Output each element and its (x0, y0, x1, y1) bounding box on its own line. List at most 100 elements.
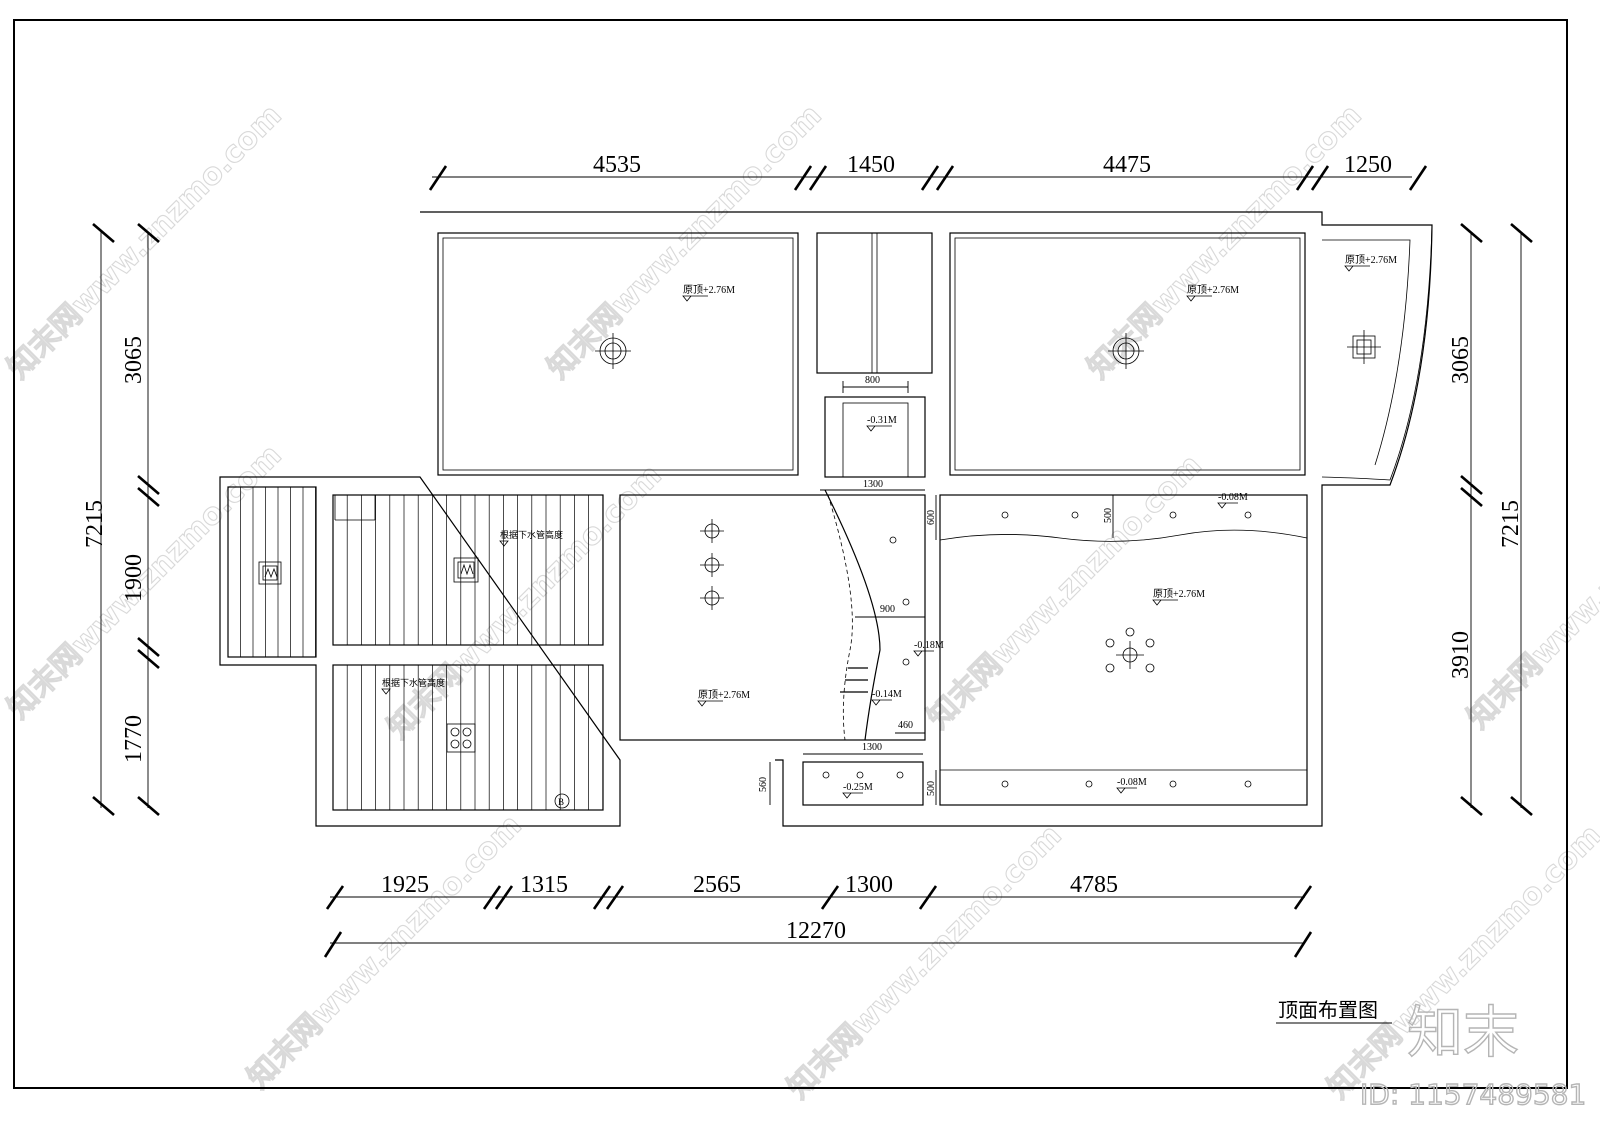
bath-heater-icon (446, 723, 476, 753)
drawing-title-block: 顶面布置图 (1276, 999, 1392, 1024)
ceiling-height-label: 原顶+2.76M (1345, 254, 1397, 266)
downlight-icon (1244, 780, 1252, 788)
shaft-outer (824, 396, 926, 478)
left-dimension-label: 1770 (121, 715, 147, 763)
inner-dimension-label: 1300 (863, 479, 883, 490)
inner-dimension-label: 500 (1103, 508, 1114, 523)
grid-marker-circle (554, 793, 570, 809)
bottom-dimension-label: 4785 (1070, 872, 1118, 898)
hatching (240, 487, 604, 810)
downlight-icon (889, 536, 897, 544)
drawing-title: 顶面布置图 (1278, 999, 1378, 1022)
ceiling-light-icon (595, 333, 631, 369)
left-total-dimension: 7215 (82, 500, 108, 548)
grid-marker-label: B (558, 797, 564, 807)
level-markers (381, 265, 1370, 799)
bathroom-wall (332, 664, 604, 811)
ceiling-height-label: -0.25M (843, 782, 873, 793)
downlight-icons (822, 511, 1252, 788)
downlight-icon (902, 598, 910, 606)
ceiling-height-label: -0.31M (867, 415, 897, 426)
downlight-icon (1001, 780, 1009, 788)
watermark-text: 知末网www.znzmo.com (1081, 98, 1369, 386)
ceiling-height-label: -0.08M (1218, 492, 1248, 503)
bottom-dimension-label: 2565 (693, 872, 741, 898)
bathroom-hatch (346, 665, 604, 810)
downlight-icon (1244, 511, 1252, 519)
inner-dimension-label: 900 (880, 604, 895, 615)
floor-plan-walls (219, 211, 1433, 827)
shaft-inner (842, 402, 909, 478)
right-dimension-label: 3065 (1448, 336, 1474, 384)
image-id-text: ID: 1157489581 (1360, 1078, 1586, 1111)
downlight-icon (1169, 511, 1177, 519)
wavy-soffit (939, 529, 1308, 542)
left-dimension-label: 1900 (121, 554, 147, 602)
downlight-icon (902, 658, 910, 666)
inner-dimension-label: 600 (926, 510, 937, 525)
brand-watermark: 知末 ID: 1157489581 (1359, 1000, 1587, 1111)
bedroom-right-inner (954, 237, 1301, 471)
ceiling-height-label: -0.08M (1117, 777, 1147, 788)
downlight-icon (1071, 511, 1079, 519)
outer-dimensions: 4535 1450 4475 1250 1925 1315 2565 1300 … (82, 152, 1533, 958)
ceiling-height-label: 原顶+2.76M (683, 284, 735, 296)
inner-dimension-label: 460 (898, 720, 913, 731)
ceiling-labels: 原顶+2.76M 原顶+2.76M 原顶+2.76M -0.31M -0.08M… (381, 254, 1397, 809)
sheet-frame (13, 19, 1568, 1089)
ceiling-light-icon (1108, 333, 1144, 369)
top-dimension-label: 4535 (593, 152, 641, 178)
watermark-text: 知末网www.znzmo.com (1461, 448, 1600, 736)
watermark-text: 知末网www.znzmo.com (781, 818, 1069, 1106)
entry-soffit (802, 761, 924, 806)
balcony-outline (1321, 224, 1433, 481)
watermark-text: 知末网www.znzmo.com (381, 458, 669, 746)
square-light-icon (1347, 330, 1381, 364)
kitchen-hatch (346, 495, 604, 645)
ceiling-height-label: 原顶+2.76M (698, 689, 750, 701)
right-dimension-label: 3910 (1448, 631, 1474, 679)
top-dimension-label: 4475 (1103, 152, 1151, 178)
bottom-dimension-label: 1300 (845, 872, 893, 898)
bedroom-left-outer (437, 232, 799, 476)
bottom-dimension-label: 1925 (381, 872, 429, 898)
exhaust-fan-icon (453, 557, 479, 583)
watermark-text: 知末网www.znzmo.com (541, 98, 829, 386)
ceiling-height-label: -0.18M (914, 640, 944, 651)
spot-light-icon (700, 519, 724, 610)
downlight-icon (896, 771, 904, 779)
pipe-height-note: 根据下水管高度 (500, 529, 563, 540)
top-dimension-label: 1450 (847, 152, 895, 178)
watermark-text: 知末网www.znzmo.com (241, 808, 529, 1096)
ceiling-height-label: 原顶+2.76M (1153, 588, 1205, 600)
exhaust-fan-icon (258, 561, 282, 585)
light-fixtures (258, 330, 1381, 788)
curved-soffit (824, 489, 881, 741)
ceiling-height-label: 原顶+2.76M (1187, 284, 1239, 296)
brand-logo-text: 知末 (1407, 1001, 1519, 1066)
downlight-icon (1001, 511, 1009, 519)
bedroom-left-inner (442, 237, 794, 471)
bottom-total-dimension: 12270 (786, 918, 846, 944)
inner-dimension-label: 800 (865, 375, 880, 386)
small-bath-hatch (240, 487, 316, 657)
small-bath-wall (227, 486, 317, 658)
inner-dimension-label: 500 (926, 781, 937, 796)
ceiling-height-label: -0.14M (872, 689, 902, 700)
inner-dimensions: 800 1300 1300 900 460 600 500 500 560 (758, 375, 1114, 805)
downlight-icon (1169, 780, 1177, 788)
top-dimension-label: 1250 (1344, 152, 1392, 178)
right-total-dimension: 7215 (1498, 500, 1524, 548)
inner-dimension-label: 560 (758, 777, 769, 792)
chandelier-icon (1105, 627, 1155, 673)
bottom-dimension-label: 1315 (520, 872, 568, 898)
curved-soffit-inner (827, 494, 853, 741)
living-room-wall (619, 494, 926, 741)
balcony-inner (1322, 239, 1411, 466)
dining-room-wall (939, 494, 1308, 806)
pipe-height-note: 根据下水管高度 (382, 677, 445, 688)
left-dimension-label: 3065 (121, 336, 147, 384)
downlight-icon (1085, 780, 1093, 788)
inner-dimension-label: 1300 (862, 742, 882, 753)
